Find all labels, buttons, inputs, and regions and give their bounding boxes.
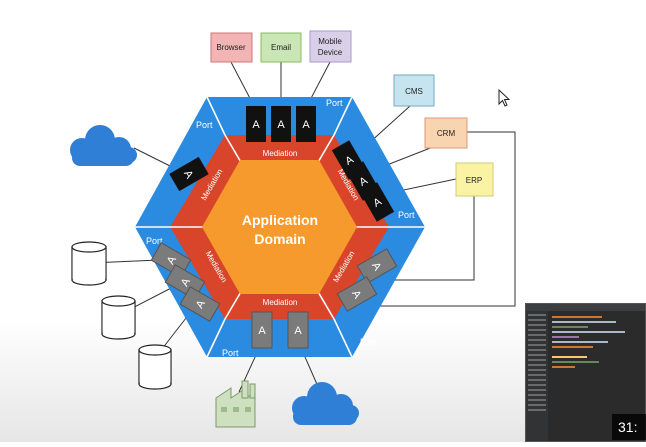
database-icon	[101, 295, 136, 340]
adapter-factory: A	[251, 311, 273, 349]
cloud-icon	[292, 382, 359, 425]
factory-icon	[215, 380, 256, 428]
svg-text:Email: Email	[271, 43, 291, 52]
mediation-label-bottom: Mediation	[263, 298, 298, 307]
domain-title-line1: Application	[242, 212, 318, 228]
svg-text:A: A	[258, 325, 266, 337]
presenter-ide-thumbnail	[525, 303, 646, 442]
svg-text:CMS: CMS	[405, 87, 423, 96]
port-label-top: Port	[326, 98, 343, 108]
factory-windows	[221, 407, 251, 412]
ide-code-editor	[552, 316, 643, 441]
svg-text:A: A	[277, 119, 285, 131]
crm-box: CRM	[424, 117, 468, 149]
adapter-cloud-bottom: A	[287, 311, 309, 349]
adapter-mobile: A	[296, 106, 316, 142]
adapter-erp-lower: A	[356, 248, 398, 284]
adapter-email: A	[271, 106, 291, 142]
port-label-top-left: Port	[196, 120, 213, 130]
adapter-erp: A	[359, 182, 395, 222]
adapter-cloud-left: A	[169, 156, 209, 192]
svg-text:ERP: ERP	[466, 176, 482, 185]
adapter-browser: A	[246, 106, 266, 142]
browser-box: Browser	[210, 32, 253, 63]
mediation-label-top: Mediation	[263, 149, 298, 158]
svg-text:A: A	[252, 119, 260, 131]
port-label-right: Port	[398, 210, 415, 220]
adapter-crm-lower: A	[336, 276, 378, 312]
svg-text:Browser: Browser	[216, 43, 246, 52]
ide-menu-bar	[526, 304, 645, 311]
application-domain-hexagon	[202, 160, 357, 294]
erp-box: ERP	[455, 162, 494, 197]
cloud-icon	[70, 125, 137, 166]
database-icon	[138, 344, 172, 390]
database-icon	[71, 241, 107, 286]
adapter-database-3: A	[179, 286, 221, 322]
svg-text:Device: Device	[318, 48, 343, 57]
svg-text:CRM: CRM	[437, 129, 456, 138]
svg-text:Mobile: Mobile	[318, 37, 342, 46]
domain-title-line2: Domain	[254, 231, 305, 247]
cms-box: CMS	[393, 74, 435, 107]
email-box: Email	[260, 32, 302, 63]
port-label-bottom-right: Port	[360, 337, 377, 347]
mouse-cursor-icon	[498, 88, 511, 107]
port-label-bottom-left: Port	[222, 348, 239, 358]
svg-text:A: A	[302, 119, 310, 131]
mobile-device-box: Mobile Device	[309, 30, 352, 63]
port-label-left: Port	[146, 236, 163, 246]
svg-text:A: A	[294, 325, 302, 337]
ide-project-tree	[526, 311, 548, 441]
video-timestamp: 31:	[612, 414, 646, 440]
